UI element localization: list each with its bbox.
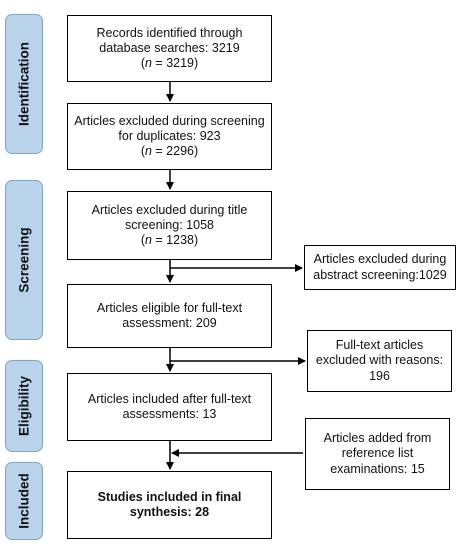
box-text: Articles added from reference list exami… [323, 431, 432, 476]
phase-eligibility: Eligibility [5, 360, 43, 452]
box-duplicates-excluded: Articles excluded during screening for d… [67, 103, 272, 170]
box-count: (n = 3219) [140, 56, 199, 71]
box-text: Articles included after full-text assess… [87, 391, 252, 421]
box-included-after-fulltext: Articles included after full-text assess… [67, 373, 272, 441]
phase-screening: Screening [5, 180, 43, 340]
box-count: (n = 2296) [140, 144, 199, 159]
box-text: Records identified through database sear… [96, 25, 243, 55]
box-fulltext-excluded: Full-text articles excluded with reasons… [307, 330, 452, 392]
box-text: Articles eligible for full-text assessme… [96, 300, 243, 330]
box-records-identified: Records identified through database sear… [67, 15, 272, 82]
box-abstract-excluded: Articles excluded during abstract screen… [304, 245, 456, 290]
box-count: (n = 1238) [140, 233, 199, 248]
box-added-reference: Articles added from reference list exami… [305, 418, 450, 490]
box-text: Studies included in final synthesis: 28 [97, 489, 242, 519]
box-text: Articles excluded during abstract screen… [313, 252, 447, 282]
box-text: Full-text articles excluded with reasons… [315, 338, 444, 383]
phase-included: Included [5, 462, 43, 540]
box-eligible-fulltext: Articles eligible for full-text assessme… [67, 284, 272, 348]
phase-identification: Identification [5, 14, 43, 154]
box-final-synthesis: Studies included in final synthesis: 28 [67, 471, 272, 539]
box-text: Articles excluded during title screening… [91, 202, 248, 232]
box-title-screening: Articles excluded during title screening… [67, 191, 272, 260]
box-text: Articles excluded during screening for d… [74, 113, 265, 143]
